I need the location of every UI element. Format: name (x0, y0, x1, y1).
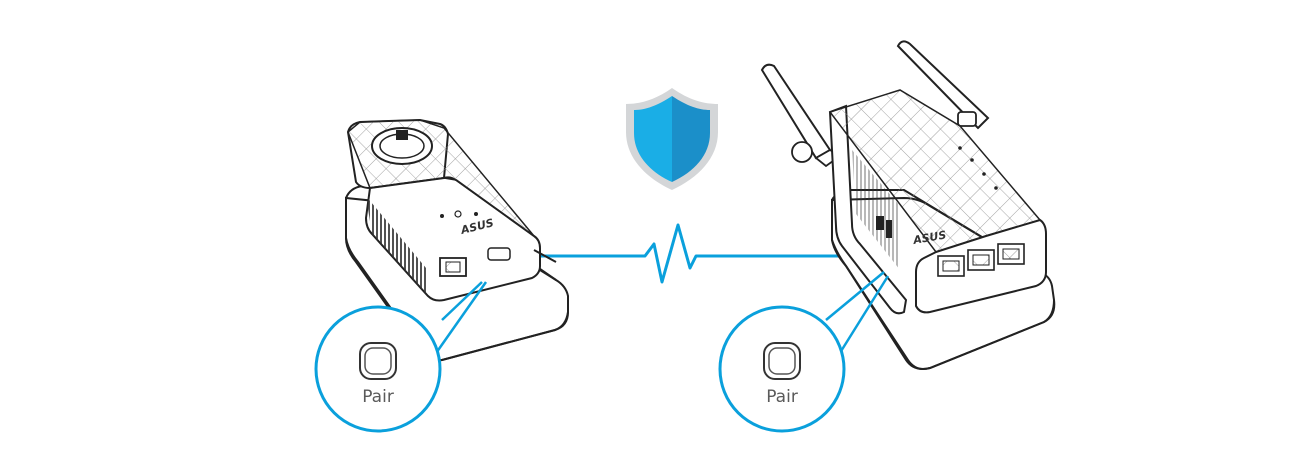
signal-wave-icon (538, 223, 847, 284)
security-shield-icon (626, 88, 718, 190)
left-pair-callout: Pair (314, 281, 488, 433)
right-brand-logo: ASUS (911, 228, 947, 247)
signal-connection (538, 223, 847, 284)
pair-button-icon[interactable] (359, 342, 397, 380)
pair-button-icon[interactable] (763, 342, 801, 380)
left-device-pair-button (487, 247, 511, 261)
left-pair-label: Pair (362, 387, 394, 407)
right-wifi-powerline-adapter: ASUS (760, 40, 1056, 370)
right-pair-label: Pair (766, 387, 798, 407)
left-antenna (760, 63, 842, 168)
right-antenna (896, 40, 990, 130)
right-ethernet-ports (937, 243, 1025, 277)
right-pair-callout: Pair (718, 271, 890, 433)
